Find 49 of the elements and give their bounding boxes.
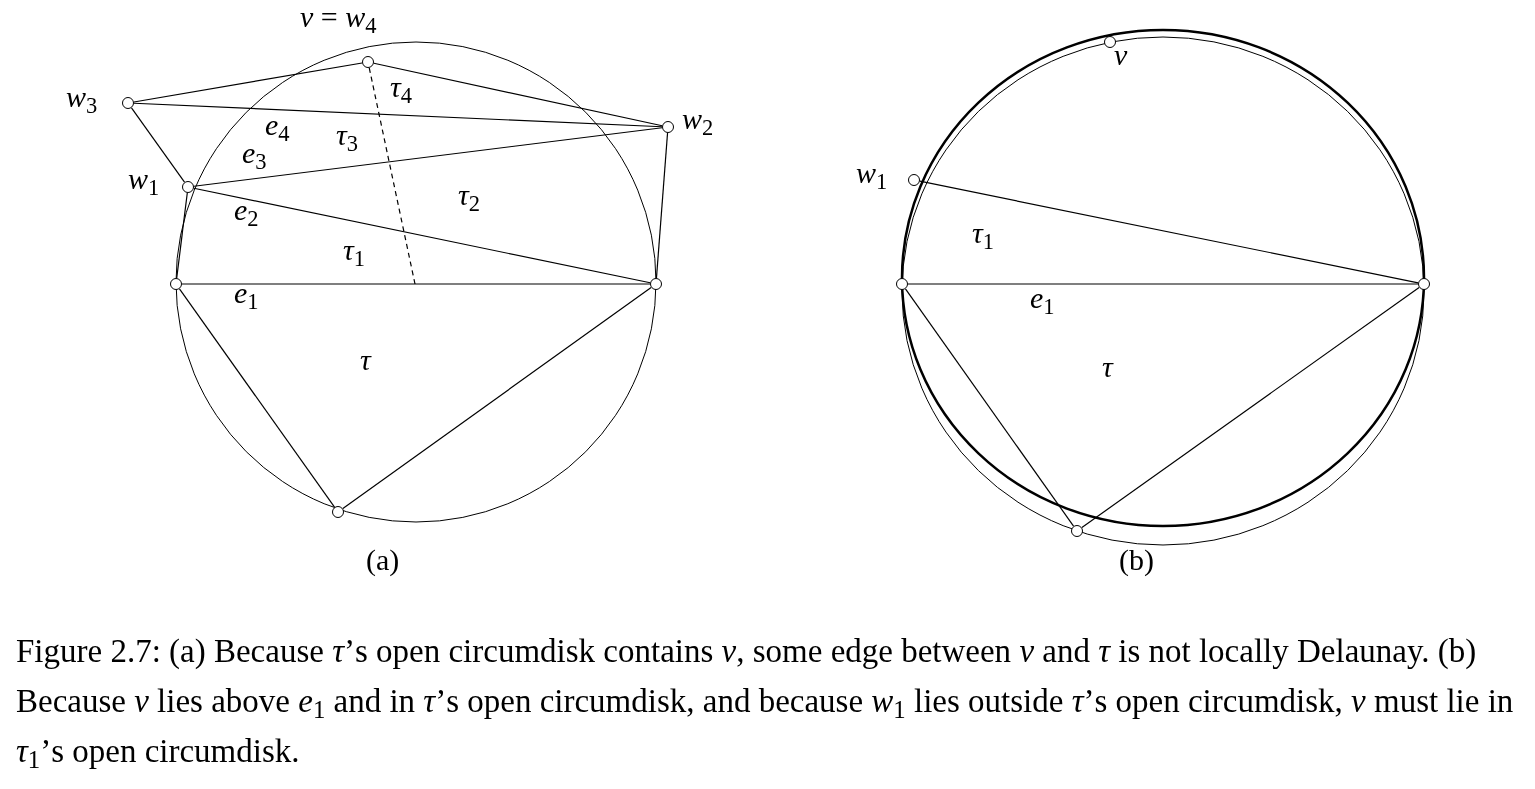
vertex-point: [896, 278, 908, 290]
geometry-label: τ$_{1}$: [343, 235, 365, 265]
edge-line: [904, 288, 1075, 527]
vertex-label: w$_{1}$: [128, 164, 160, 194]
edge-line: [133, 62, 363, 103]
vertex-label: v: [1114, 40, 1128, 70]
geometry-label: τ$_{3}$: [336, 120, 358, 150]
edge-line: [193, 127, 663, 187]
vertex-point: [362, 56, 374, 68]
edge-line: [176, 192, 188, 279]
edge-line: [193, 187, 651, 284]
geometry-label: τ$_{2}$: [458, 180, 480, 210]
vertex-point: [662, 121, 674, 133]
edge-line: [373, 62, 663, 127]
edge-line: [181, 283, 651, 285]
geometry-label: e$_{1}$: [234, 278, 259, 308]
geometry-label: e$_{2}$: [234, 195, 259, 225]
edge-line: [368, 67, 416, 285]
edge-line: [1081, 286, 1420, 529]
geometry-label: e$_{1}$: [1030, 283, 1055, 313]
vertex-point: [1071, 525, 1083, 537]
vertex-point: [908, 174, 920, 186]
panel-label: (b): [1119, 545, 1154, 575]
panel-label: (a): [366, 545, 400, 575]
figure-caption: Figure 2.7: (a) Because τ’s open circumdisk contains v, some edge between v and τ is not locally Delaunay. (b) Because v lies above e$_{1}$ and in τ’s open circumdisk, and because w$_{1}$ lies outside τ’s open circumdisk, v must lie in τ$_{1}$’s open circumdisk.: [16, 632, 1515, 776]
geometry-label: τ$_{1}$: [972, 218, 994, 248]
vertex-point: [332, 506, 344, 518]
vertex-point: [1104, 36, 1116, 48]
vertex-point: [650, 278, 662, 290]
vertex-label: w$_{2}$: [682, 104, 714, 134]
edge-line: [342, 286, 652, 510]
edge-line: [178, 288, 336, 508]
vertex-point: [182, 181, 194, 193]
vertex-label: w$_{3}$: [66, 82, 98, 112]
geometry-label: e$_{4}$: [265, 110, 290, 140]
geometry-label: τ$_{4}$: [390, 72, 412, 102]
geometry-label: τ: [1102, 352, 1113, 382]
edge-line: [133, 102, 663, 128]
vertex-point: [1418, 278, 1430, 290]
edge-line: [907, 283, 1419, 285]
edge-line: [919, 180, 1419, 284]
geometry-label: τ: [360, 345, 371, 375]
vertex-label: v = w$_{4}$: [300, 2, 377, 32]
geometry-label: e$_{3}$: [242, 138, 267, 168]
vertex-point: [170, 278, 182, 290]
vertex-point: [122, 97, 134, 109]
vertex-label: w$_{1}$: [856, 158, 888, 188]
edge-line: [655, 132, 669, 279]
edge-line: [130, 107, 186, 183]
